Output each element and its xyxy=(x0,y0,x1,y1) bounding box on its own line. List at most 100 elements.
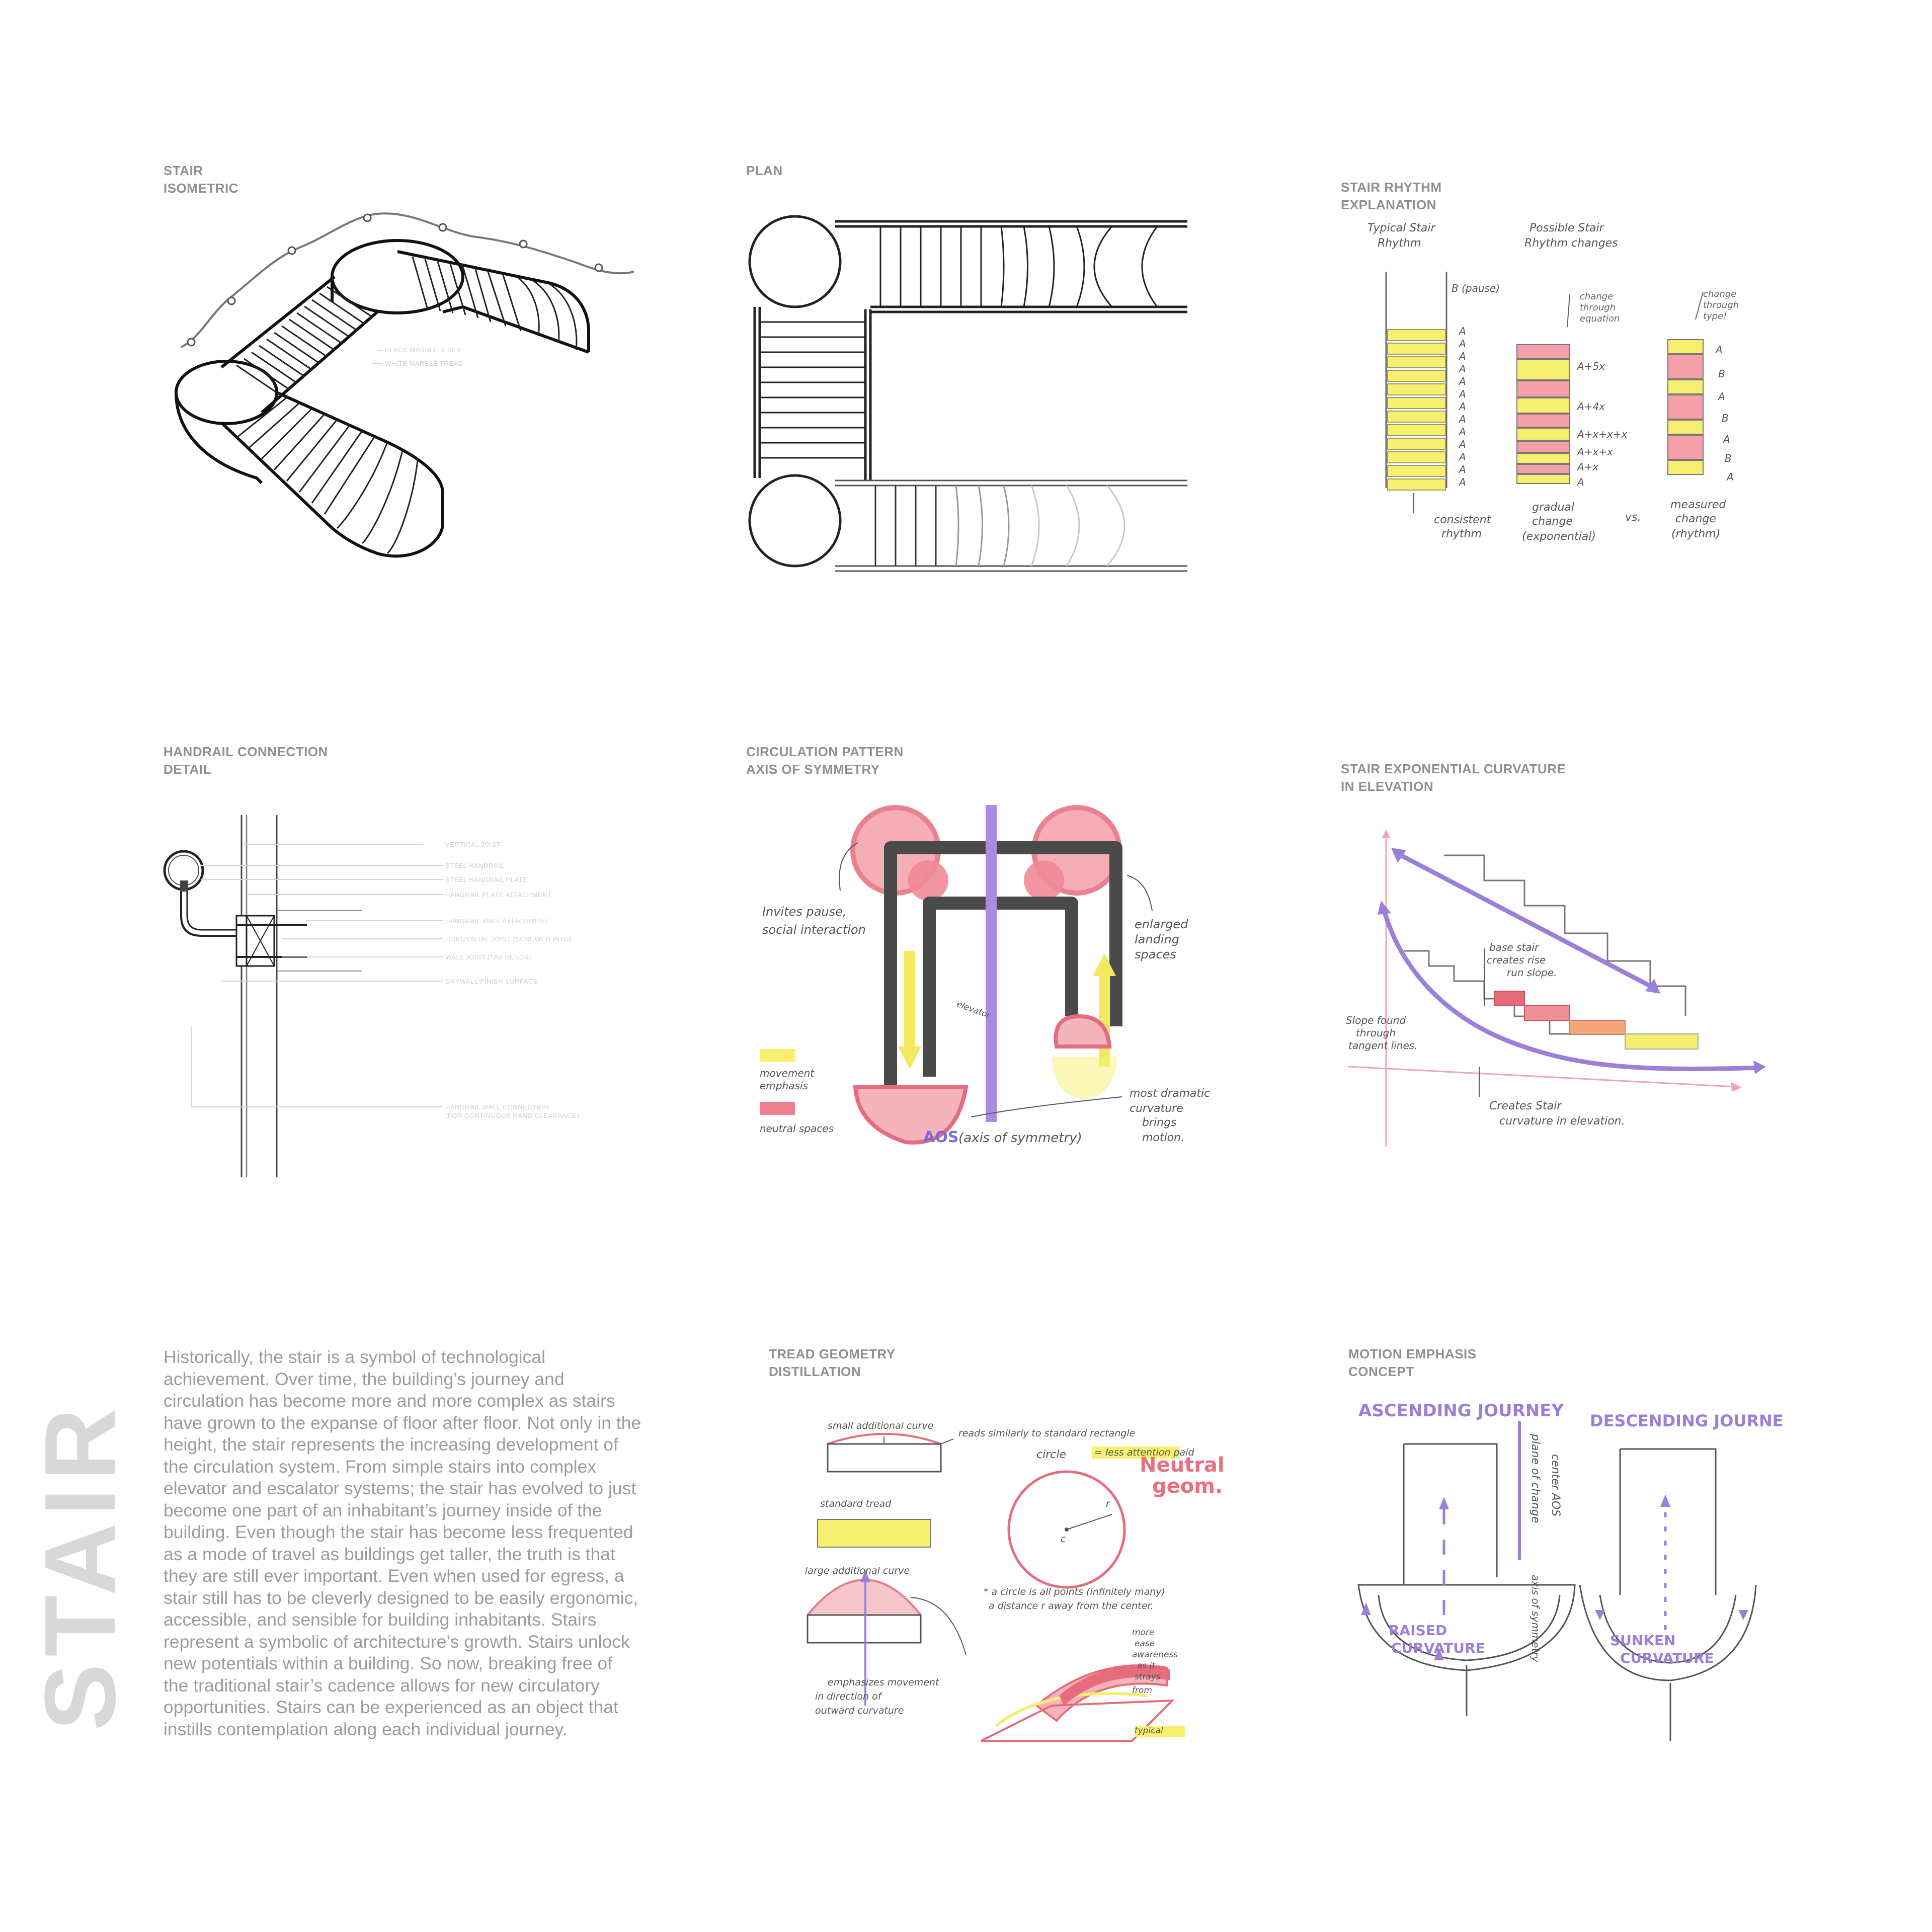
caption-motion: MOTION EMPHASIS CONCEPT xyxy=(1348,1346,1477,1379)
isometric-drawing: BLACK MARBLE RISER WHITE MARBLE TREAD xyxy=(161,201,644,604)
tread-red xyxy=(1494,991,1525,1006)
tread-less-attention: = less attention paid xyxy=(1094,1447,1194,1458)
svg-text:A+x+x+x: A+x+x+x xyxy=(1576,428,1628,440)
svg-text:A: A xyxy=(1458,413,1466,425)
circ-aos: AOS xyxy=(923,1129,958,1146)
svg-text:HANDRAIL PLATE ATTACHMENT: HANDRAIL PLATE ATTACHMENT xyxy=(445,891,551,899)
svg-text:A: A xyxy=(1458,400,1466,413)
tread-large-curve: large additional curve xyxy=(805,1565,910,1576)
svg-text:A: A xyxy=(1458,363,1466,375)
svg-text:A+4x: A+4x xyxy=(1576,400,1605,413)
svg-text:A: A xyxy=(1726,471,1734,483)
caption-plan: PLAN xyxy=(746,163,783,178)
handrail-labels: VERTICAL JOIST STEEL HANDRAIL STEEL HAND… xyxy=(445,841,579,1119)
tread-circle-note: * a circle is all points (infinitely man… xyxy=(984,1586,1165,1612)
plan-drawing xyxy=(745,211,1197,604)
svg-text:A: A xyxy=(1458,438,1466,450)
svg-text:A: A xyxy=(1458,388,1466,400)
handrail-detail-drawing: VERTICAL JOIST STEEL HANDRAIL STEEL HAND… xyxy=(161,815,644,1177)
svg-text:A: A xyxy=(1458,463,1466,475)
svg-text:HANDRAIL WALL ATTACHMENT: HANDRAIL WALL ATTACHMENT xyxy=(445,917,548,925)
tread-r: r xyxy=(1106,1498,1110,1509)
rhythm-col2-bars xyxy=(1516,344,1570,484)
tread-standard: standard tread xyxy=(820,1498,892,1509)
caption-rhythm: STAIR RHYTHM EXPLANATION xyxy=(1341,180,1442,212)
svg-text:WALL JOIST (TAB BENDS): WALL JOIST (TAB BENDS) xyxy=(445,953,531,961)
circ-left-note: Invites pause,social interaction xyxy=(762,905,866,937)
motion-descending: DESCENDING JOURNE xyxy=(1590,1411,1784,1430)
rhythm-col3-bars xyxy=(1667,339,1704,475)
svg-text:A: A xyxy=(1458,476,1466,488)
rhythm-col1-letters: AA AA AA AA AA AA A xyxy=(1458,325,1466,488)
svg-text:HANDRAIL WALL CONNECTION(FOR C: HANDRAIL WALL CONNECTION(FOR CONTINUOUS … xyxy=(445,1103,579,1119)
circ-aos-full: (axis of symmetry) xyxy=(958,1131,1082,1146)
svg-text:B: B xyxy=(1725,452,1732,464)
rhythm-col2-labels: A+5x A+4x A+x+x+x A+x+x A+x A xyxy=(1576,360,1628,488)
motion-emphasis-sketch: ASCENDING JOURNEY DESCENDING JOURNE plan… xyxy=(1353,1394,1806,1756)
svg-text:VERTICAL JOIST: VERTICAL JOIST xyxy=(445,841,501,848)
circ-legend-neutral: neutral spaces xyxy=(760,1122,834,1135)
tread-pink xyxy=(1524,1005,1570,1021)
svg-text:A: A xyxy=(1458,350,1466,362)
tread-reads: reads similarly to standard rectangle xyxy=(958,1428,1135,1439)
svg-text:A: A xyxy=(1458,375,1466,387)
caption-handrail: HANDRAIL CONNECTION DETAIL xyxy=(164,744,328,777)
tread-small-curve: small additional curve xyxy=(828,1420,933,1431)
caption-tread: TREAD GEOMETRY DISTILLATION xyxy=(769,1346,896,1379)
page-title: STAIR xyxy=(24,1401,136,1731)
svg-text:A: A xyxy=(1715,344,1723,356)
iso-label-riser: BLACK MARBLE RISER xyxy=(385,346,461,354)
tread-yellow xyxy=(1625,1033,1699,1050)
svg-text:A: A xyxy=(1458,325,1466,337)
caption-circulation: CIRCULATION PATTERN AXIS OF SYMMETRY xyxy=(746,744,904,777)
rhythm-col1-top: B (pause) xyxy=(1452,282,1500,294)
motion-axis: axis of symmetry xyxy=(1530,1575,1542,1663)
svg-text:STEEL HANDRAIL PLATE: STEEL HANDRAIL PLATE xyxy=(445,876,527,883)
svg-text:DRYWALL FINISH SURFACE: DRYWALL FINISH SURFACE xyxy=(445,978,538,985)
tread-geometry-sketch: small additional curve reads similarly t… xyxy=(785,1394,1238,1756)
motion-center-aos: center AOS xyxy=(1549,1454,1562,1516)
tread-circle-label: circle xyxy=(1036,1448,1066,1461)
essay-text: Historically, the stair is a symbol of t… xyxy=(164,1347,641,1739)
caption-curvature: STAIR EXPONENTIAL CURVATURE IN ELEVATION xyxy=(1341,761,1566,794)
svg-text:A+x: A+x xyxy=(1576,461,1598,473)
svg-text:HORIZONTAL JOIST (SCREWED INTO: HORIZONTAL JOIST (SCREWED INTO) xyxy=(445,935,572,943)
legend-swatch-yellow xyxy=(760,1049,795,1062)
svg-text:A: A xyxy=(1722,433,1730,445)
svg-text:A: A xyxy=(1576,476,1584,488)
rhythm-col3-letters: A B A B A B A xyxy=(1715,344,1734,483)
tread-orange xyxy=(1569,1020,1626,1035)
rhythm-vs: vs. xyxy=(1625,511,1641,524)
svg-text:A: A xyxy=(1458,451,1466,463)
svg-text:B: B xyxy=(1722,412,1729,424)
circulation-sketch: Invites pause,social interaction enlarge… xyxy=(745,795,1228,1177)
motion-plane: plane of change xyxy=(1529,1433,1542,1523)
tread-c: c xyxy=(1061,1534,1066,1545)
legend-swatch-pink xyxy=(760,1102,795,1115)
svg-text:A+x+x: A+x+x xyxy=(1576,446,1613,458)
svg-text:B: B xyxy=(1718,368,1725,380)
caption-isometric: STAIR ISOMETRIC xyxy=(164,163,238,196)
svg-text:A: A xyxy=(1458,338,1466,350)
rhythm-col1-bars xyxy=(1387,329,1446,491)
